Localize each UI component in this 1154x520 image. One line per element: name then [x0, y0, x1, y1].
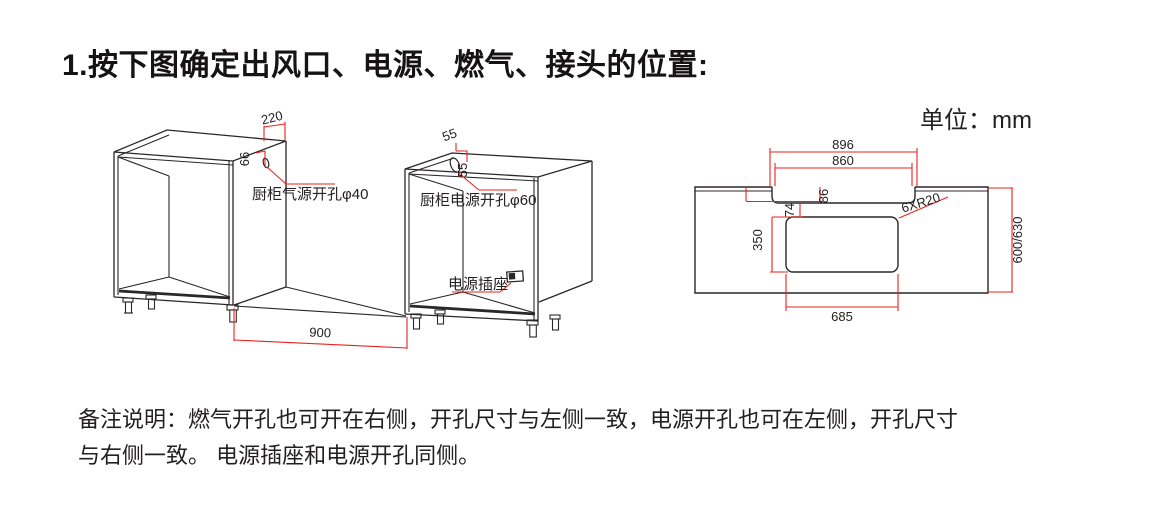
burner-cutout [785, 216, 899, 273]
dim-860-label: 860 [832, 153, 854, 168]
dimension-lines [233, 122, 1013, 349]
dimension-labels: 220 66 厨柜气源开孔φ40 55 55 厨柜电源开孔φ60 电源插座 90… [237, 108, 1025, 341]
right-cabinet-drawing [404, 152, 593, 338]
left-cabinet-legs [122, 294, 239, 323]
dim-55b-label: 55 [455, 163, 470, 177]
left-cabinet-drawing [113, 129, 287, 323]
remark-note-line1: 备注说明：燃气开孔也可开在右侧，开孔尺寸与左侧一致，电源开孔也可在左侧，开孔尺寸 [78, 407, 959, 432]
dim-350-label: 350 [750, 229, 765, 251]
remark-note-line2: 与右侧一致。 电源插座和电源开孔同侧。 [78, 443, 481, 468]
dim-55a-label: 55 [440, 125, 459, 144]
power-hole-label: 厨柜电源开孔φ60 [420, 192, 536, 209]
dim-74-label: 74 [783, 203, 797, 217]
remark-note: 备注说明：燃气开孔也可开在右侧，开孔尺寸与左侧一致，电源开孔也可在左侧，开孔尺寸… [78, 402, 958, 474]
page-title: 1.按下图确定出风口、电源、燃气、接头的位置: [62, 49, 709, 82]
dim-66-label: 66 [237, 152, 252, 166]
power-socket-label: 电源插座 [448, 276, 508, 293]
dim-900-label: 900 [309, 325, 331, 341]
dim-600-630-label: 600/630 [1010, 217, 1025, 264]
right-cabinet-legs [410, 309, 561, 338]
dim-685-label: 685 [831, 309, 853, 324]
corner-radius-label: 6XR20 [899, 190, 941, 216]
power-socket-icon [506, 270, 525, 283]
floor-lines [233, 286, 407, 318]
dim-896-label: 896 [832, 137, 854, 152]
countertop-top-view [694, 186, 989, 294]
dim-86-label: 86 [816, 189, 831, 203]
installation-diagram: 220 66 厨柜气源开孔φ40 55 55 厨柜电源开孔φ60 电源插座 90… [113, 108, 1025, 349]
gas-hole-label: 厨柜气源开孔φ40 [252, 186, 368, 203]
unit-label: 单位：mm [920, 107, 1032, 134]
dim-220-label: 220 [260, 108, 285, 128]
gas-hole [262, 157, 270, 169]
